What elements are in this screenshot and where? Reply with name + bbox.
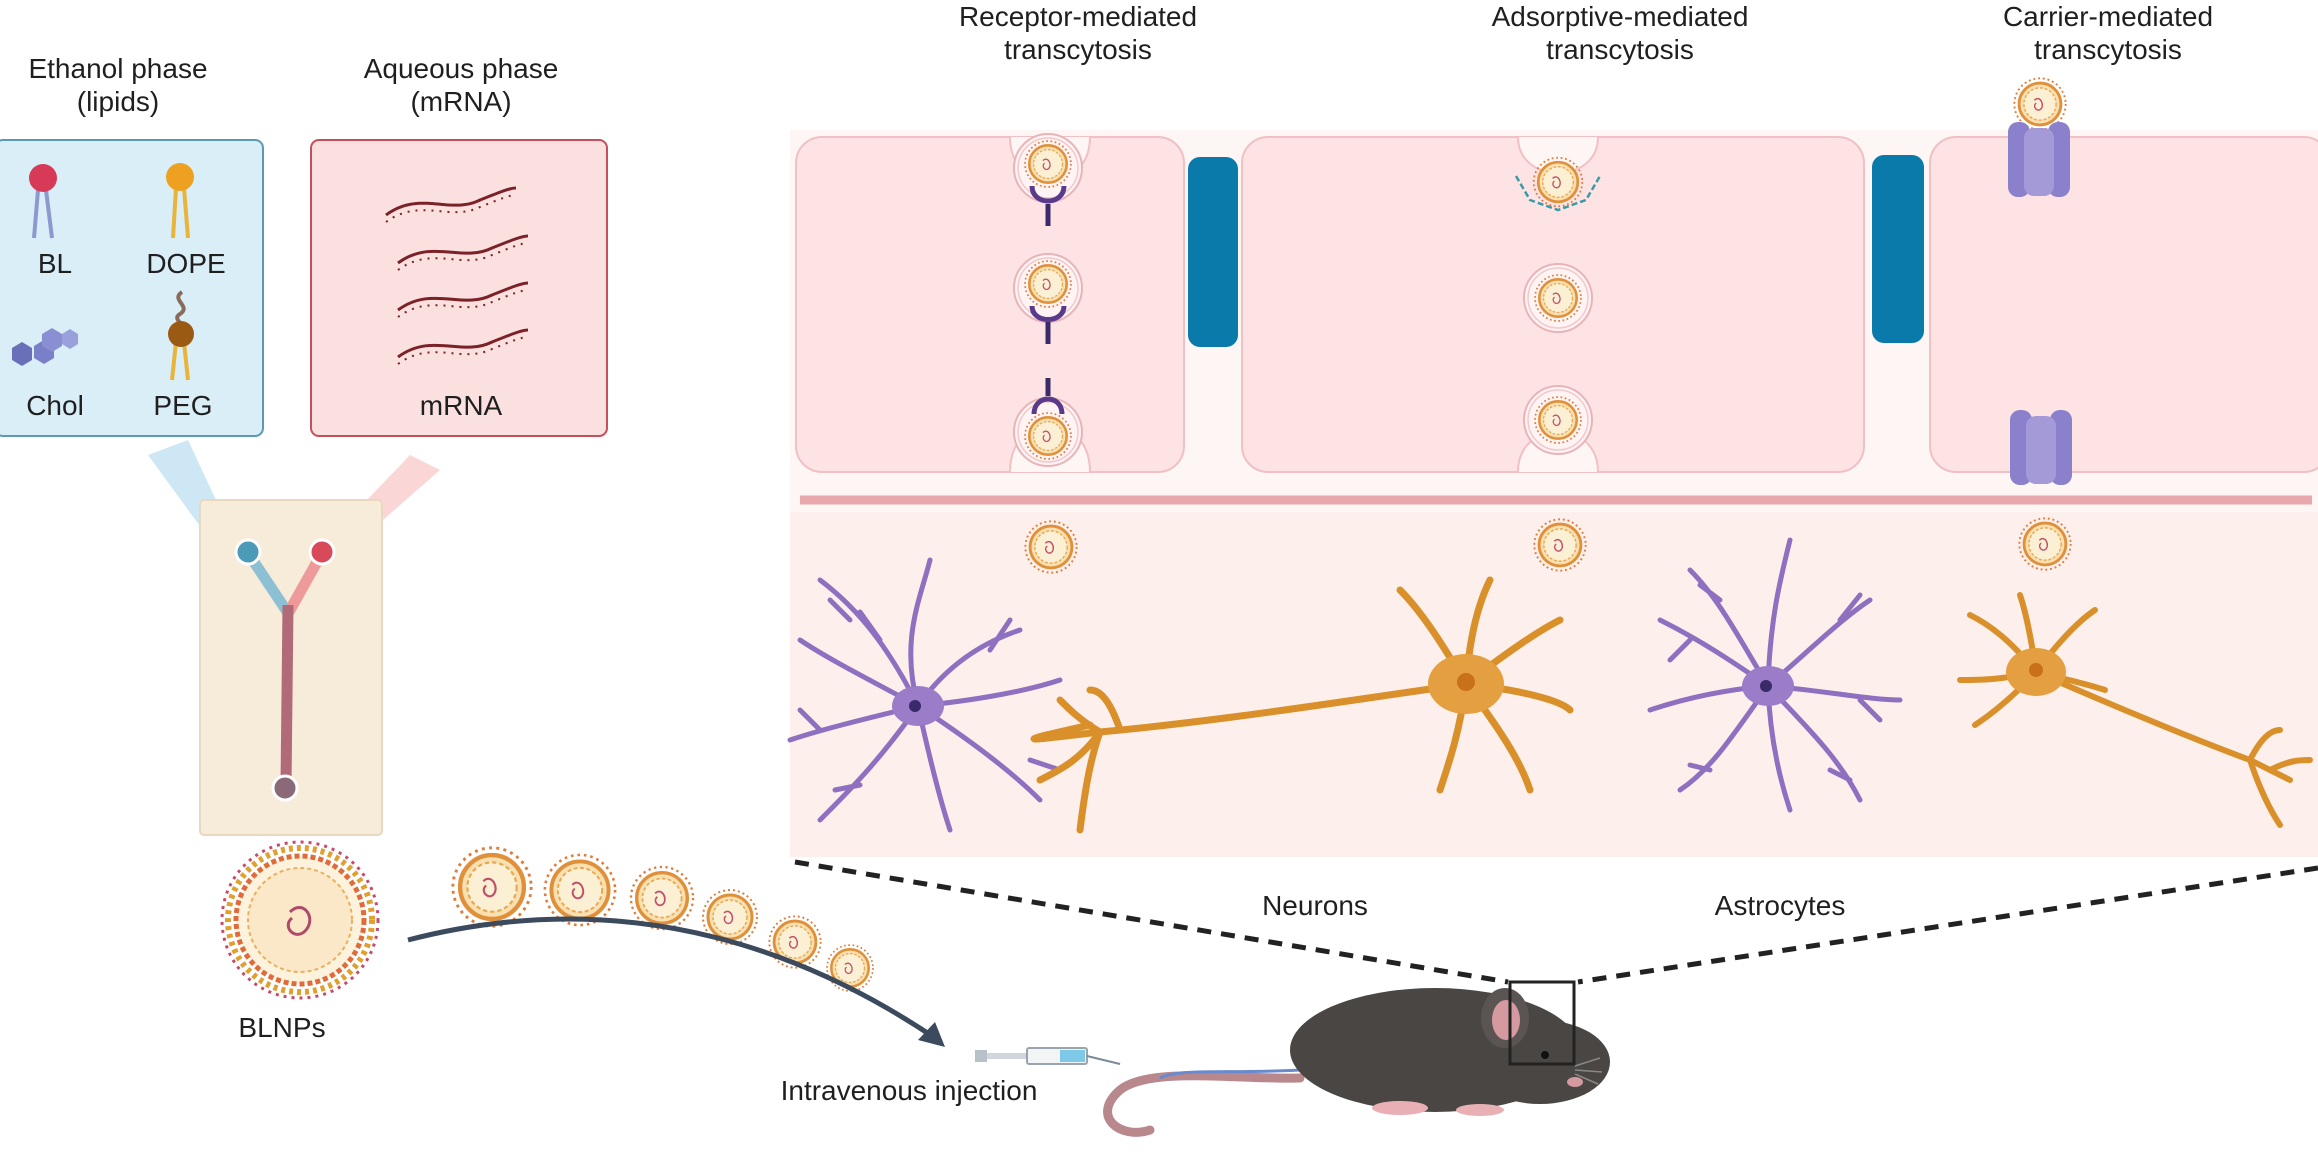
blnp-large-particle	[220, 840, 380, 1000]
adsorptive-mediated-vesicles	[1514, 156, 1602, 455]
delivery-arrow	[407, 916, 940, 1043]
aqueous-phase-panel	[310, 139, 608, 437]
zoom-line-left	[794, 859, 1509, 985]
tight-junction-2	[1872, 155, 1924, 343]
tight-junction-1	[1188, 157, 1238, 347]
carrier-mediated-transporters	[2008, 76, 2072, 485]
zoom-line-right	[1577, 865, 2318, 985]
neuron-2	[1957, 592, 2313, 828]
endothelial-cell-1	[795, 136, 1185, 473]
astrocyte-2	[1647, 537, 1903, 813]
dope-lipid-icon	[166, 163, 194, 239]
syringe-icon	[975, 1047, 1121, 1065]
astrocyte-1	[787, 557, 1063, 833]
mrna-strands	[385, 186, 529, 359]
arrow-head-icon	[918, 1022, 945, 1047]
mouse-illustration	[1103, 980, 1610, 1137]
peg-lipid-icon	[168, 290, 194, 381]
zoom-region-box	[1508, 980, 1576, 1066]
endothelial-cell-3	[1929, 136, 2318, 473]
neuron-1	[1030, 576, 1574, 834]
bl-lipid-icon	[29, 164, 57, 239]
ethanol-phase-panel	[0, 139, 264, 437]
microfluidic-chip	[199, 499, 383, 836]
transporter-bottom-icon	[2010, 410, 2072, 485]
transporter-top-icon	[2008, 122, 2070, 197]
chol-lipid-icon	[12, 328, 78, 366]
receptor-mediated-vesicles	[1013, 133, 1083, 467]
